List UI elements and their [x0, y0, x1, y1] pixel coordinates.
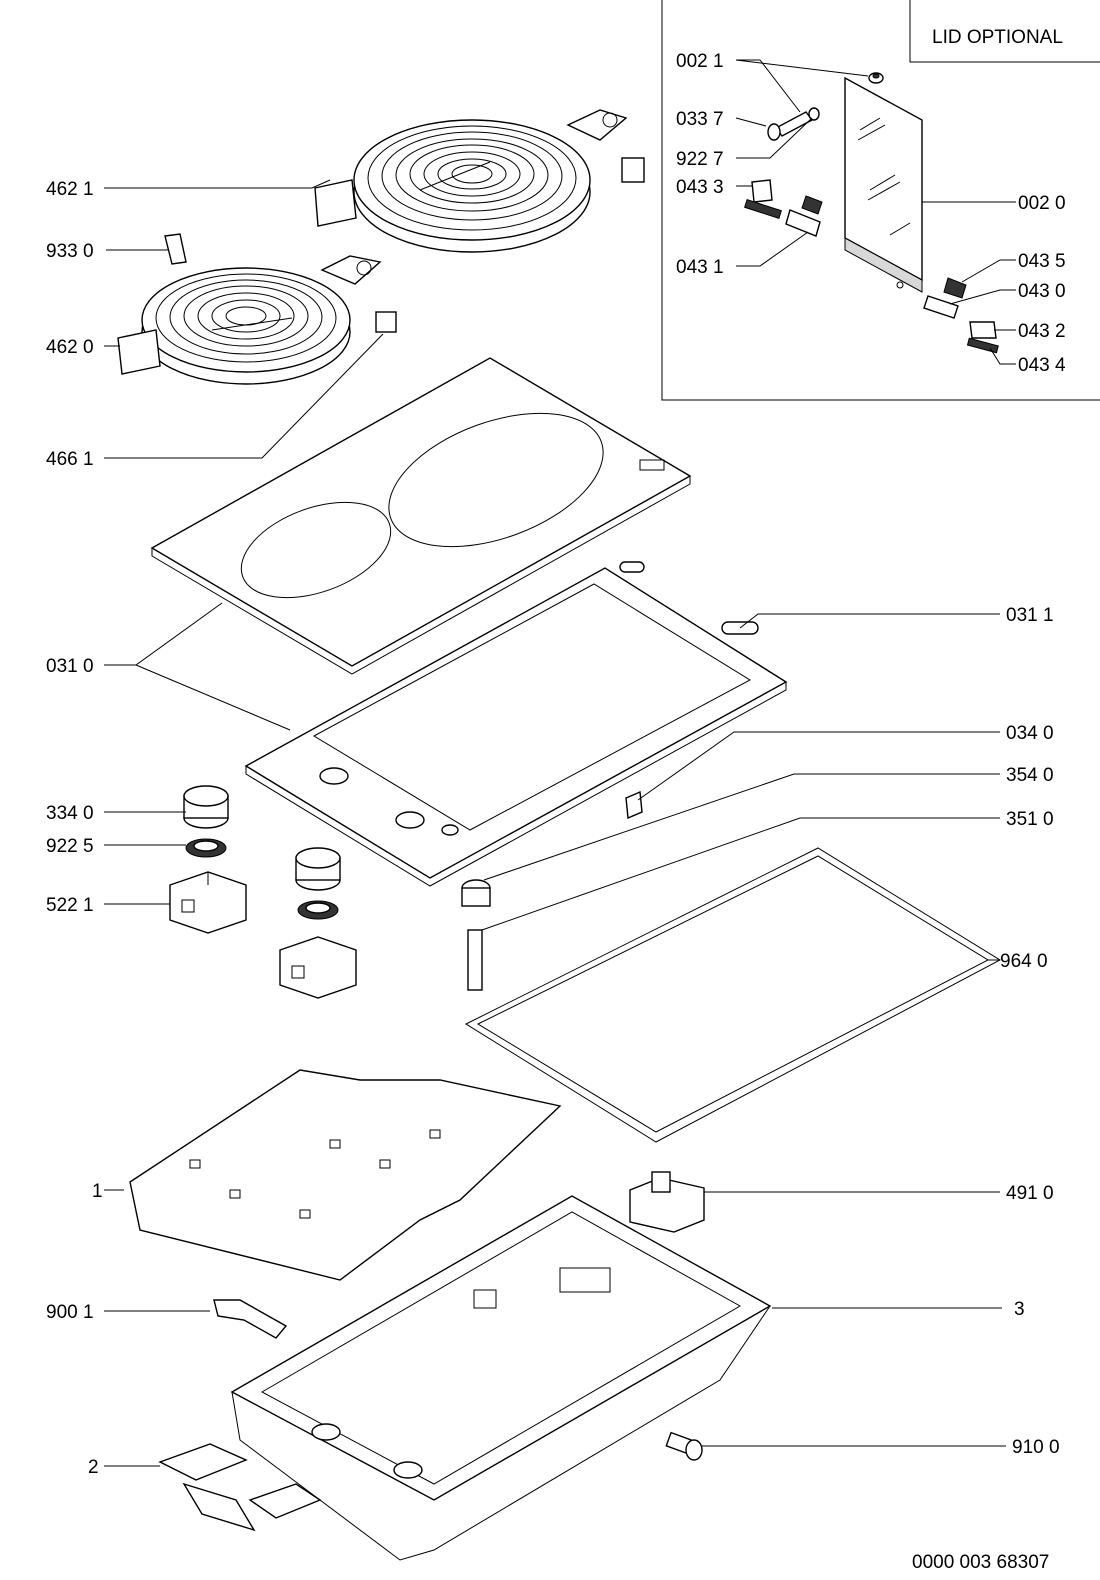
callout-043-0: 043 0	[1018, 281, 1066, 302]
callout-002-1: 002 1	[676, 51, 724, 72]
callout-462-0: 462 0	[46, 337, 94, 358]
large-heating-element	[314, 109, 645, 253]
callout-043-3: 043 3	[676, 177, 724, 198]
callout-910-0: 910 0	[1012, 1437, 1060, 1458]
spacer-pin	[767, 107, 820, 141]
drawing-number: 0000 003 68307	[912, 1552, 1049, 1573]
terminal-block	[629, 1171, 705, 1233]
callout-933-0: 933 0	[46, 241, 94, 262]
indicator-lamp	[461, 790, 643, 991]
callout-491-0: 491 0	[1006, 1183, 1054, 1204]
callout-354-0: 354 0	[1006, 765, 1054, 786]
base-plate	[129, 1069, 562, 1281]
glass-ceramic-top	[150, 357, 692, 675]
callout-043-1: 043 1	[676, 257, 724, 278]
energy-regulator-left	[169, 871, 247, 934]
lid-screw	[868, 72, 884, 84]
callout-031-1: 031 1	[1006, 605, 1054, 626]
fixing-screw	[665, 1431, 703, 1461]
energy-regulator-right	[279, 936, 357, 999]
callout-002-0: 002 0	[1018, 193, 1066, 214]
callout-3: 3	[1014, 1299, 1025, 1320]
hinge-right	[923, 277, 999, 354]
mounting-brackets	[158, 1443, 322, 1532]
callout-043-4: 043 4	[1018, 355, 1066, 376]
callout-334-0: 334 0	[46, 803, 94, 824]
callout-522-1: 522 1	[46, 895, 94, 916]
cooktop-frame	[244, 561, 788, 887]
hinge-left	[744, 179, 823, 237]
callout-900-1: 900 1	[46, 1302, 94, 1323]
lid-optional-label: LID OPTIONAL	[932, 27, 1063, 48]
callout-043-2: 043 2	[1018, 321, 1066, 342]
callout-031-0: 031 0	[46, 656, 94, 677]
control-knob-right	[295, 847, 341, 920]
callout-043-5: 043 5	[1018, 251, 1066, 272]
lid-optional-panel: LID OPTIONAL	[661, 0, 1100, 401]
callout-351-0: 351 0	[1006, 809, 1054, 830]
callout-033-7: 033 7	[676, 109, 724, 130]
callout-labels: 462 1 933 0 462 0 466 1 031 0 334 0 922 …	[46, 51, 1066, 1573]
callout-1: 1	[92, 1181, 103, 1202]
callout-964-0: 964 0	[1000, 951, 1048, 972]
callout-466-1: 466 1	[46, 449, 94, 470]
callout-462-1: 462 1	[46, 179, 94, 200]
callout-922-7: 922 7	[676, 149, 724, 170]
clamp-bracket	[213, 1299, 288, 1339]
gasket-seal	[464, 847, 1002, 1143]
glass-lid	[844, 76, 923, 293]
control-knob-left	[183, 785, 229, 858]
leader-lines	[104, 59, 1016, 1467]
bottom-housing	[230, 1195, 772, 1561]
small-heating-element	[117, 233, 397, 385]
callout-2: 2	[88, 1457, 99, 1478]
callout-034-0: 034 0	[1006, 723, 1054, 744]
callout-922-5: 922 5	[46, 836, 94, 857]
